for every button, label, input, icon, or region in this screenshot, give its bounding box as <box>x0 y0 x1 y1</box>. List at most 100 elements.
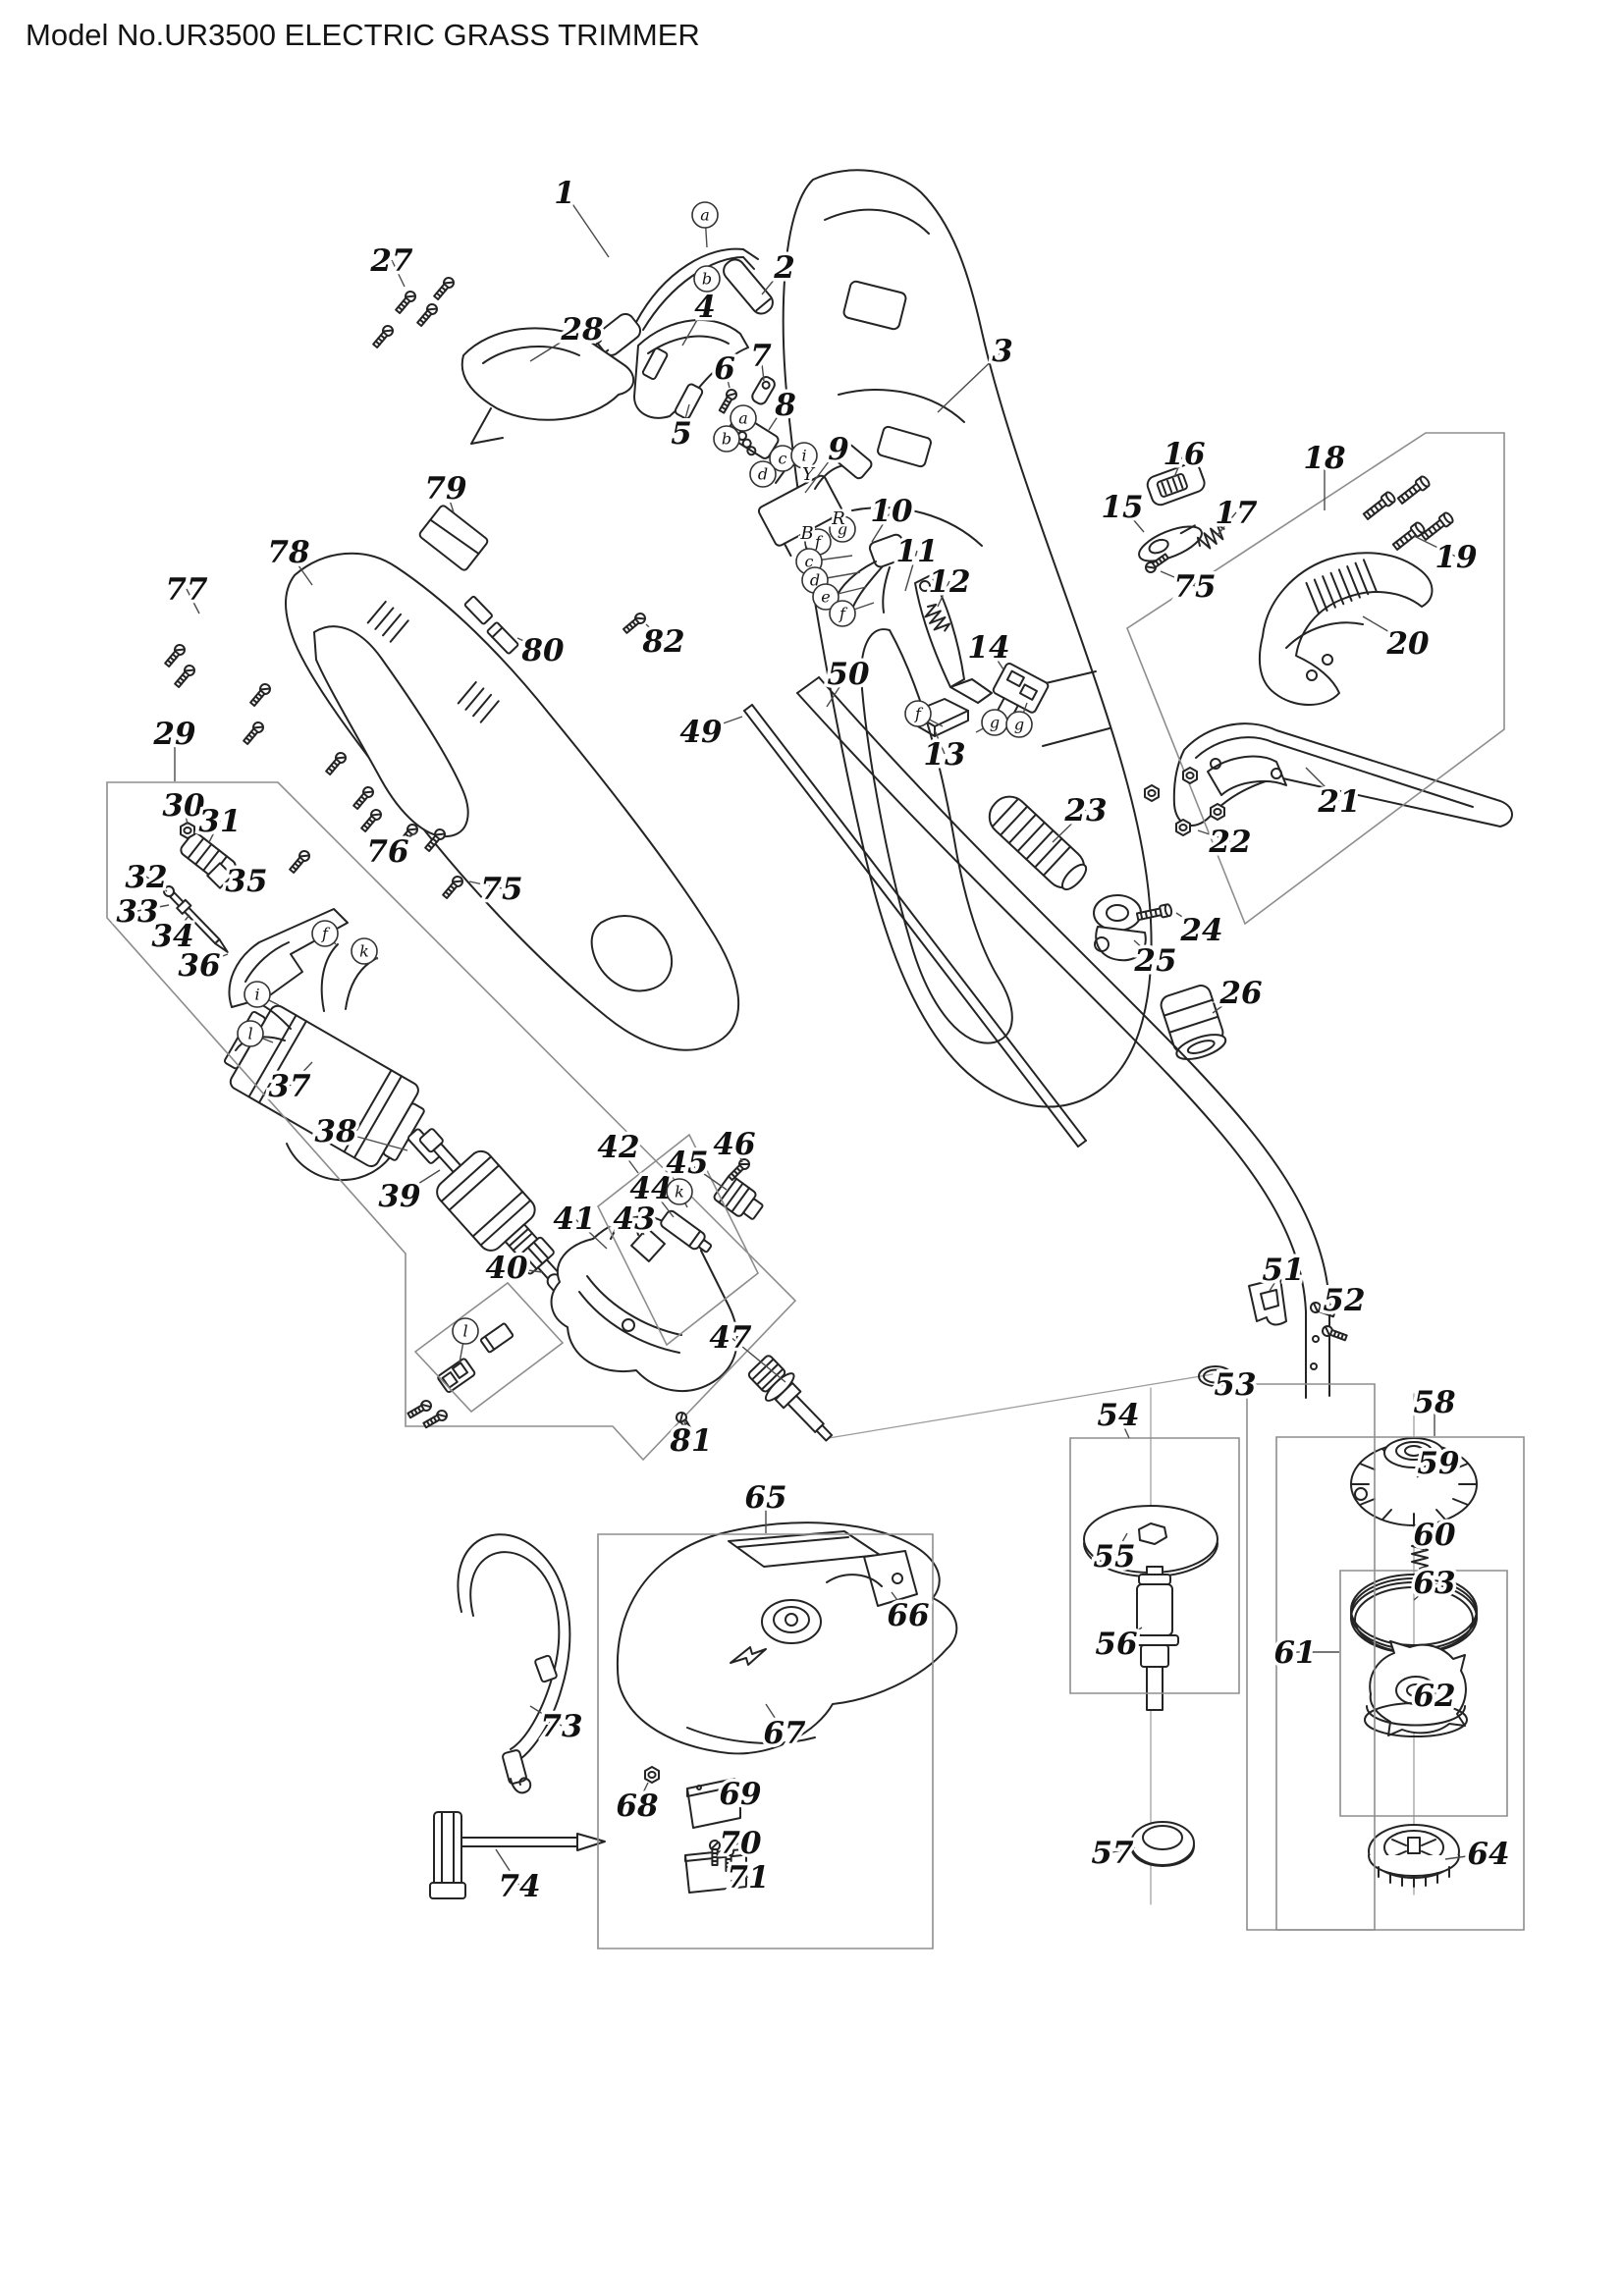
leader-line-34 <box>172 914 190 936</box>
leader-line-75b <box>468 881 503 889</box>
part-label-15: 15 <box>1101 490 1143 525</box>
ref-letter-circle-k17 <box>351 937 378 965</box>
screw-icon <box>162 641 189 669</box>
sketch-square-43 <box>630 1227 666 1262</box>
sketch-bracket-28 <box>460 327 634 445</box>
ref-letter-circle-f12 <box>829 600 856 627</box>
leader-line-33 <box>136 904 170 912</box>
part-label-44: 44 <box>629 1171 672 1206</box>
bolt-icon <box>1390 519 1428 553</box>
leader-line-43 <box>633 1217 645 1236</box>
part-sketches <box>163 169 1513 1905</box>
leader-line-8 <box>768 403 786 431</box>
leader-line-32 <box>145 876 168 892</box>
leader-line-10 <box>871 509 893 543</box>
ref-letter-i18: i <box>254 986 259 1004</box>
ref-letter-e11: e <box>821 588 830 607</box>
part-label-19: 19 <box>1435 540 1477 575</box>
leader-line-1 <box>564 191 610 258</box>
page-title: Model No.UR3500 ELECTRIC GRASS TRIMMER <box>26 18 700 52</box>
part-label-9: 9 <box>828 432 849 467</box>
sketch-wrench-74 <box>429 1811 606 1899</box>
sketch-ring-57 <box>1130 1821 1195 1867</box>
ref-letter-circle-a2 <box>730 404 757 432</box>
part-label-7: 7 <box>750 339 772 374</box>
part-label-53: 53 <box>1214 1367 1256 1403</box>
part-label-36: 36 <box>178 948 220 984</box>
ref-letter-b1: b <box>702 270 712 289</box>
part-label-40: 40 <box>485 1251 528 1286</box>
part-label-77: 77 <box>165 572 208 608</box>
leader-line-30 <box>183 804 189 826</box>
part-label-82: 82 <box>641 624 684 660</box>
sketch-lever-15 <box>1138 524 1203 562</box>
sketch-square-35 <box>206 862 234 889</box>
sketch-tubes-5 <box>641 347 704 420</box>
part-label-35: 35 <box>225 864 267 899</box>
part-label-69: 69 <box>719 1777 761 1812</box>
ref-letter-f16: f <box>321 925 331 943</box>
leader-line-28 <box>529 328 583 362</box>
leader-line-25 <box>1133 939 1157 961</box>
group-box-29 <box>106 781 797 1462</box>
nut-icon <box>180 822 195 839</box>
wire-label-B: B <box>799 523 813 544</box>
screw-icon <box>406 1398 434 1421</box>
part-label-22: 22 <box>1208 825 1251 860</box>
part-label-41: 41 <box>553 1201 595 1237</box>
group-box-58 <box>1275 1436 1525 1931</box>
part-label-39: 39 <box>378 1179 420 1214</box>
part-label-3: 3 <box>992 334 1013 369</box>
ref-letter-g7: g <box>838 520 847 539</box>
sketch-clip-7 <box>751 376 776 405</box>
ref-letter-g14: g <box>990 714 1000 732</box>
ref-letter-circle-f16 <box>311 920 339 947</box>
leader-line-31 <box>208 820 221 843</box>
part-label-43: 43 <box>613 1201 655 1237</box>
part-label-78: 78 <box>267 535 309 570</box>
screw-icon <box>393 288 419 316</box>
screw-icon <box>172 662 198 690</box>
part-label-29: 29 <box>152 717 195 752</box>
leader-line-20 <box>1362 615 1409 644</box>
leader-line-37 <box>289 1061 313 1087</box>
leader-line-57 <box>1111 1846 1136 1853</box>
leader-line-64 <box>1444 1852 1489 1860</box>
sketch-cylinder-44 <box>660 1209 713 1254</box>
nut-icon <box>1144 784 1160 802</box>
ref-letter-c4: c <box>779 450 787 468</box>
ref-letter-circle-l21 <box>452 1317 479 1345</box>
screw-icon <box>351 783 377 812</box>
part-label-57: 57 <box>1091 1836 1134 1871</box>
ref-letter-k20: k <box>675 1183 684 1201</box>
sketch-shaft-50 <box>796 676 1330 1399</box>
leader-line-4 <box>681 305 706 347</box>
part-label-80: 80 <box>520 633 565 668</box>
part-label-66: 66 <box>887 1598 929 1633</box>
nut-icon <box>1210 803 1225 821</box>
screw-icon <box>241 719 267 747</box>
part-label-59: 59 <box>1417 1446 1459 1481</box>
part-label-75a: 75 <box>1173 569 1216 605</box>
leader-line-66 <box>891 1591 909 1616</box>
ref-letter-circle-i18 <box>244 981 271 1008</box>
nut-icon <box>644 1766 660 1784</box>
sketch-lever-11 <box>914 574 993 704</box>
ref-letter-circle-d5 <box>749 460 777 488</box>
leader-line-78 <box>288 551 313 586</box>
sketch-rod-49 <box>743 704 1087 1148</box>
part-label-32: 32 <box>125 860 167 895</box>
ref-letter-circle-i6 <box>790 442 818 469</box>
ref-letter-circle-l19 <box>237 1020 264 1047</box>
ref-letter-circle-b1 <box>693 265 721 293</box>
ref-letter-circle-a0 <box>691 201 719 229</box>
part-label-20: 20 <box>1385 626 1430 662</box>
leader-line-41 <box>573 1217 608 1250</box>
leader-line-69 <box>722 1792 741 1803</box>
part-label-68: 68 <box>616 1789 658 1824</box>
leader-line-50 <box>826 672 849 708</box>
sketch-spindle-56 <box>1130 1566 1179 1711</box>
leader-line-39 <box>399 1169 441 1197</box>
leader-line-59 <box>1416 1462 1439 1478</box>
